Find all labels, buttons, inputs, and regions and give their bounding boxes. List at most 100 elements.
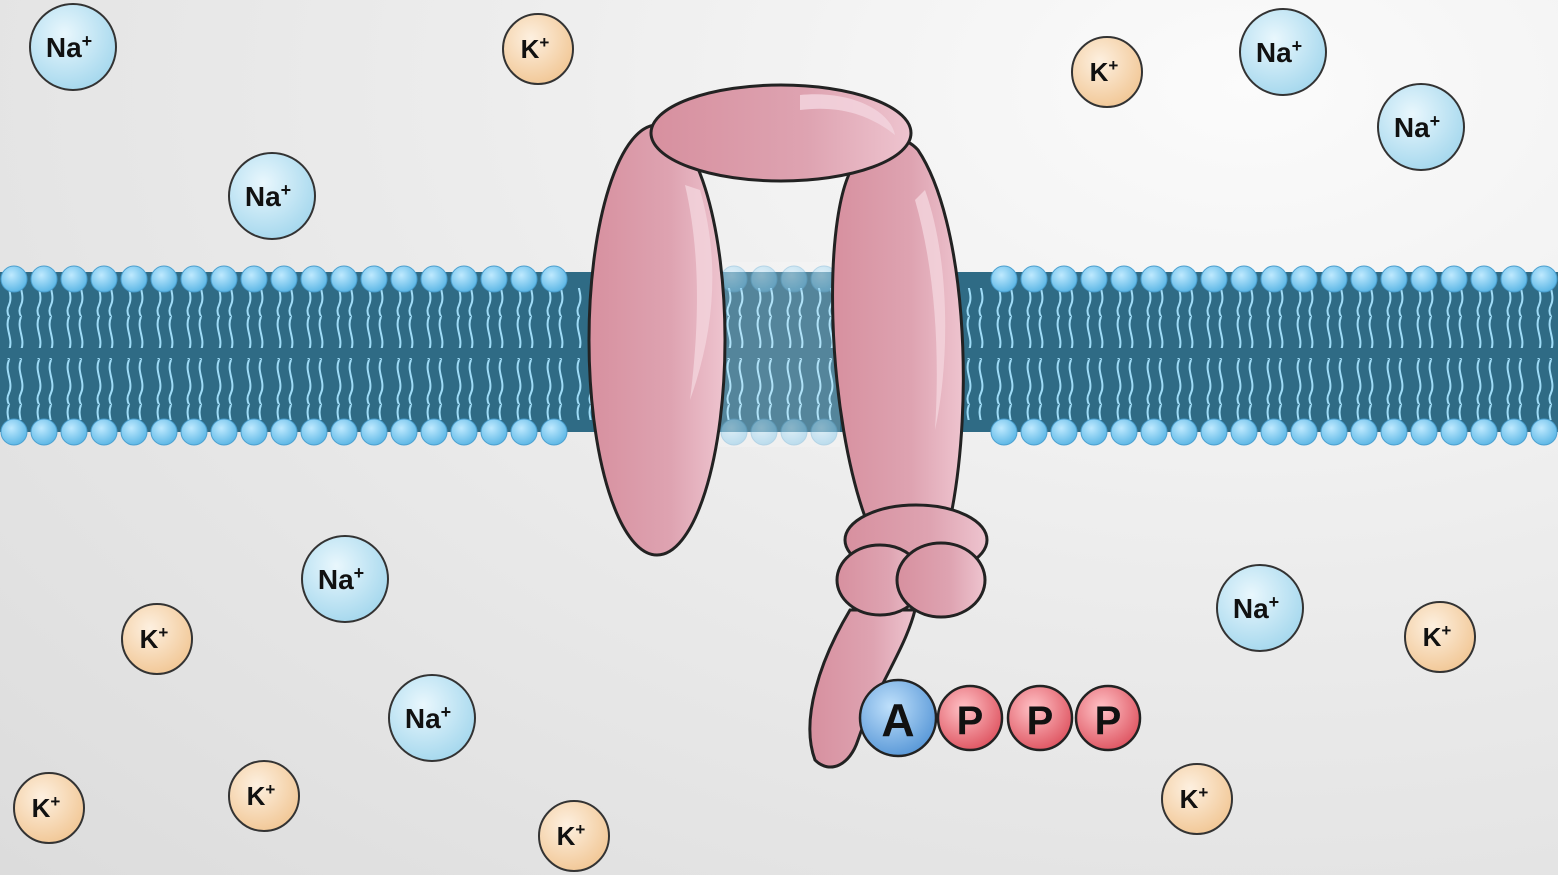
lipid-head [300, 418, 328, 446]
sodium-ion-circle [1239, 8, 1327, 96]
pump-tail [808, 608, 917, 769]
potassium-ion: K+ [1071, 36, 1143, 108]
lipid-head [1410, 418, 1438, 446]
lipid-head [1020, 418, 1048, 446]
phosphate-label-2: P [1027, 699, 1054, 743]
potassium-ion-circle [1161, 763, 1233, 835]
lipid-head [480, 418, 508, 446]
lipid-head [120, 418, 148, 446]
lipid-bilayer-membrane [0, 265, 1558, 446]
lipid-head [390, 265, 418, 293]
potassium-ion-circle [1071, 36, 1143, 108]
lipid-head [270, 265, 298, 293]
sodium-ion: Na+ [388, 674, 476, 762]
potassium-ion: K+ [13, 772, 85, 844]
lipid-head [0, 265, 28, 293]
lipid-head [540, 418, 568, 446]
pump-right-highlight [915, 190, 946, 430]
lipid-head [120, 265, 148, 293]
lipid-head [780, 418, 808, 446]
potassium-ion-circle [538, 800, 610, 872]
phosphate-bead-2: P [1006, 684, 1074, 752]
lipid-head [540, 265, 568, 293]
lipid-head [1410, 265, 1438, 293]
lipid-head [360, 418, 388, 446]
lipid-head [1170, 265, 1198, 293]
lipid-head [210, 265, 238, 293]
lipid-head [150, 265, 178, 293]
sodium-ion-circle [301, 535, 389, 623]
lipid-head [150, 418, 178, 446]
lipid-head [180, 418, 208, 446]
lipid-head [1350, 265, 1378, 293]
sodium-ion-label: Na+ [1233, 592, 1279, 624]
lipid-head [810, 418, 838, 446]
lipid-heads-bottom [0, 418, 1558, 446]
lipid-head [1200, 418, 1228, 446]
lipid-head [1530, 265, 1558, 293]
lipid-head [60, 265, 88, 293]
sodium-ion: Na+ [1216, 564, 1304, 652]
lipid-head [1470, 265, 1498, 293]
sodium-ion: Na+ [1377, 83, 1465, 171]
lipid-head [1500, 265, 1528, 293]
potassium-ion-circle [502, 13, 574, 85]
lipid-head [90, 418, 118, 446]
lipid-head [300, 265, 328, 293]
lipid-head [510, 265, 538, 293]
sodium-ion-circle [388, 674, 476, 762]
lipid-head [360, 265, 388, 293]
potassium-ion-circle [1404, 601, 1476, 673]
lipid-head [1290, 418, 1318, 446]
adenosine-label: A [881, 694, 914, 746]
lipid-head [510, 418, 538, 446]
potassium-ion: K+ [1161, 763, 1233, 835]
lipid-head [450, 418, 478, 446]
lipid-head [1020, 265, 1048, 293]
lipid-head [780, 265, 808, 293]
lipid-head [1230, 418, 1258, 446]
lipid-head [990, 265, 1018, 293]
lipid-head [90, 265, 118, 293]
phosphate-label-3: P [1095, 699, 1122, 743]
lipid-head [240, 265, 268, 293]
ions-layer: Na+K+K+Na+Na+Na+Na+K+Na+Na+K+K+K+K+K+ [13, 3, 1476, 872]
lipid-head [210, 418, 238, 446]
sodium-ion-circle [1216, 564, 1304, 652]
lipid-head [330, 265, 358, 293]
lipid-head [1260, 418, 1288, 446]
potassium-ion: K+ [228, 760, 300, 832]
lipid-head [330, 418, 358, 446]
sodium-ion-label: Na+ [1394, 111, 1440, 143]
lipid-head [180, 265, 208, 293]
lipid-head [990, 418, 1018, 446]
lipid-head [240, 418, 268, 446]
membrane-tails-lower [0, 358, 1558, 420]
lipid-head [1380, 265, 1408, 293]
potassium-ion-label: K+ [247, 780, 276, 811]
lipid-head [1050, 418, 1078, 446]
lipid-head [450, 265, 478, 293]
lipid-head [420, 418, 448, 446]
lipid-head [1140, 418, 1168, 446]
lipid-head [1200, 265, 1228, 293]
phosphate-bead-3: P [1074, 684, 1142, 752]
sodium-ion-circle [1377, 83, 1465, 171]
lipid-head [60, 418, 88, 446]
potassium-ion-circle [228, 760, 300, 832]
lipid-head [480, 265, 508, 293]
lipid-head [750, 265, 778, 293]
atp-molecule: A P P P [858, 678, 1142, 758]
lipid-head [1110, 265, 1138, 293]
lipid-head [720, 418, 748, 446]
lipid-head [1110, 418, 1138, 446]
potassium-ion-circle [121, 603, 193, 675]
lipid-head [0, 418, 28, 446]
lipid-head [1230, 265, 1258, 293]
adenosine-bead: A [858, 678, 938, 758]
pump-channel [715, 262, 840, 447]
potassium-ion: K+ [121, 603, 193, 675]
lipid-head [30, 265, 58, 293]
